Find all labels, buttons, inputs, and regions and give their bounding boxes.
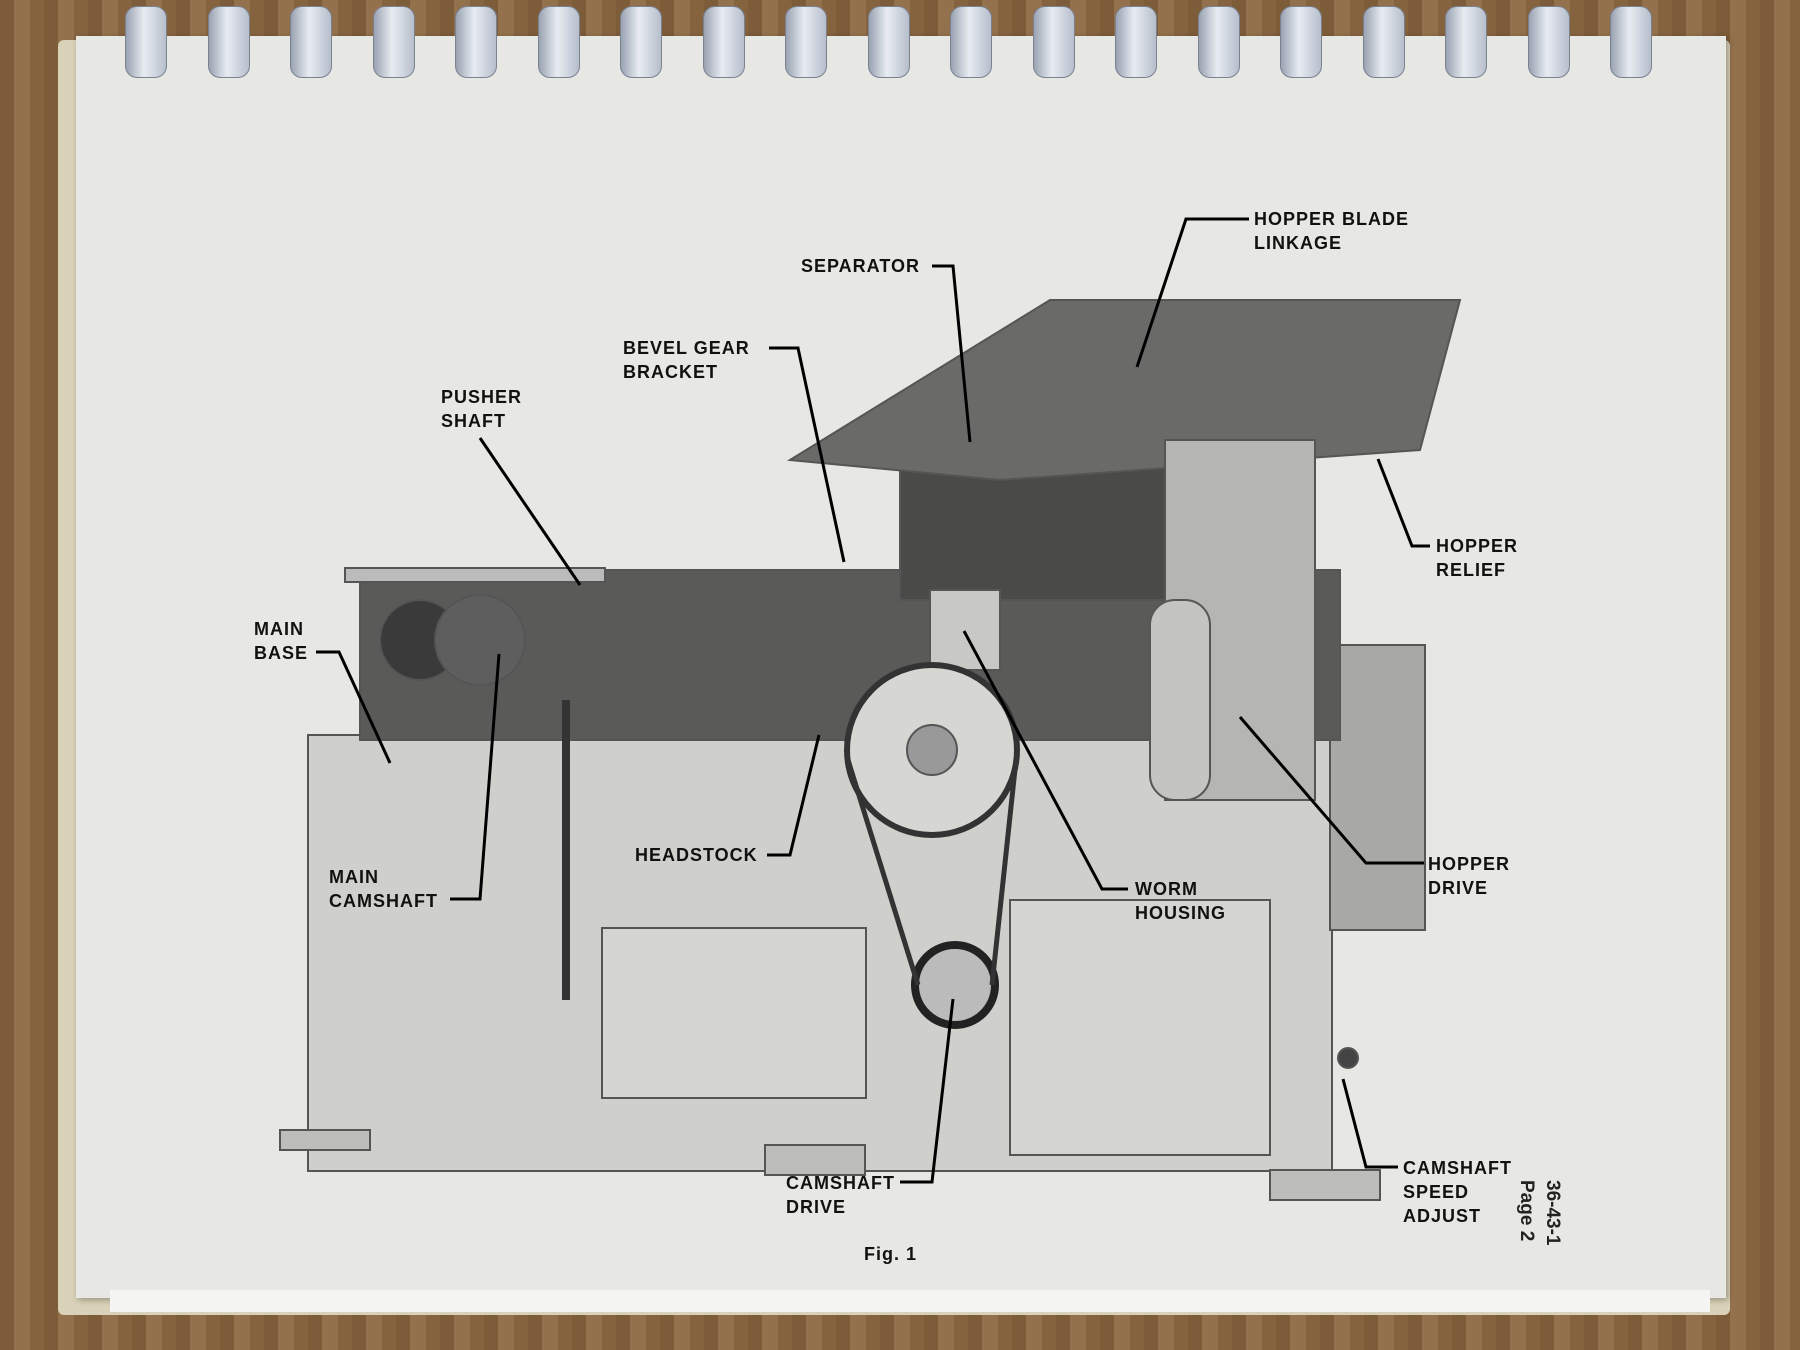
binding-ring xyxy=(290,6,332,78)
label-camshaft-drive: CAMSHAFT DRIVE xyxy=(786,1173,895,1217)
binding-ring xyxy=(1280,6,1322,78)
binding-ring xyxy=(207,6,250,78)
binding-ring xyxy=(702,6,745,78)
figure-caption: Fig. 1 xyxy=(864,1244,918,1264)
label-hopper-relief: HOPPER RELIEF xyxy=(1436,536,1519,580)
cabinet-door-right xyxy=(1009,899,1271,1156)
binding-ring xyxy=(950,6,992,78)
label-camshaft-speed-adjust: CAMSHAFT SPEED ADJUST xyxy=(1403,1158,1512,1226)
binding-ring xyxy=(1527,6,1570,78)
binding-ring xyxy=(1197,6,1240,78)
binding-ring xyxy=(1445,6,1487,78)
binding-ring xyxy=(372,6,415,78)
label-separator: SEPARATOR xyxy=(801,256,921,276)
label-main-base: MAIN BASE xyxy=(254,619,309,663)
label-hopper-blade-linkage: HOPPER BLADE LINKAGE xyxy=(1254,209,1410,253)
binding-ring xyxy=(1610,6,1652,78)
label-bevel-gear-bracket: BEVEL GEAR BRACKET xyxy=(623,338,750,382)
cabinet-door-left xyxy=(601,927,867,1099)
leader-lines xyxy=(316,217,1430,1184)
binding-ring xyxy=(785,6,827,78)
label-headstock: HEADSTOCK xyxy=(635,845,758,865)
binding-ring xyxy=(867,6,910,78)
sheet-edge xyxy=(110,1290,1710,1312)
label-main-camshaft: MAIN CAMSHAFT xyxy=(329,867,438,911)
page-label: Page 2 xyxy=(1516,1180,1537,1242)
binding-ring xyxy=(1362,6,1405,78)
binding-ring xyxy=(1032,6,1075,78)
binding-ring xyxy=(125,6,167,78)
binding-ring xyxy=(537,6,580,78)
machine-photo xyxy=(279,299,1462,1201)
label-pusher-shaft: PUSHER SHAFT xyxy=(441,387,523,431)
label-hopper-drive: HOPPER DRIVE xyxy=(1428,854,1511,898)
binding-ring xyxy=(455,6,497,78)
binding-ring xyxy=(1115,6,1157,78)
doc-id: 36-43-1 xyxy=(1542,1180,1563,1246)
camshaft-sprocket-small xyxy=(911,941,999,1029)
binding-ring xyxy=(620,6,662,78)
label-worm-housing: WORM HOUSING xyxy=(1135,879,1227,923)
